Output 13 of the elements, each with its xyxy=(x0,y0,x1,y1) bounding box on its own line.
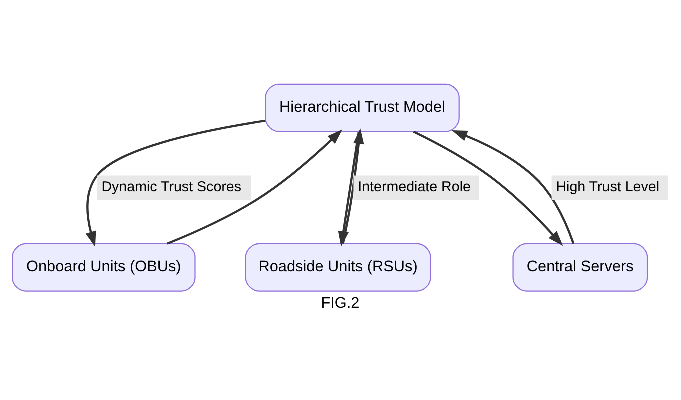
edge-label: Intermediate Role xyxy=(358,179,471,196)
edge-label: High Trust Level xyxy=(556,179,660,196)
arrow xyxy=(342,128,364,244)
node-box: Roadside Units (RSUs) xyxy=(245,242,432,292)
node-box: Hierarchical Trust Model xyxy=(265,83,460,132)
caption: FIG.2 xyxy=(321,294,360,312)
node-box: Onboard Units (OBUs) xyxy=(12,242,196,292)
arrow xyxy=(167,129,343,244)
arrow xyxy=(86,119,266,247)
node-box: Central Servers xyxy=(512,242,648,292)
arrow xyxy=(413,130,564,246)
edge-label: Dynamic Trust Scores xyxy=(102,179,242,196)
arrow xyxy=(452,130,575,244)
